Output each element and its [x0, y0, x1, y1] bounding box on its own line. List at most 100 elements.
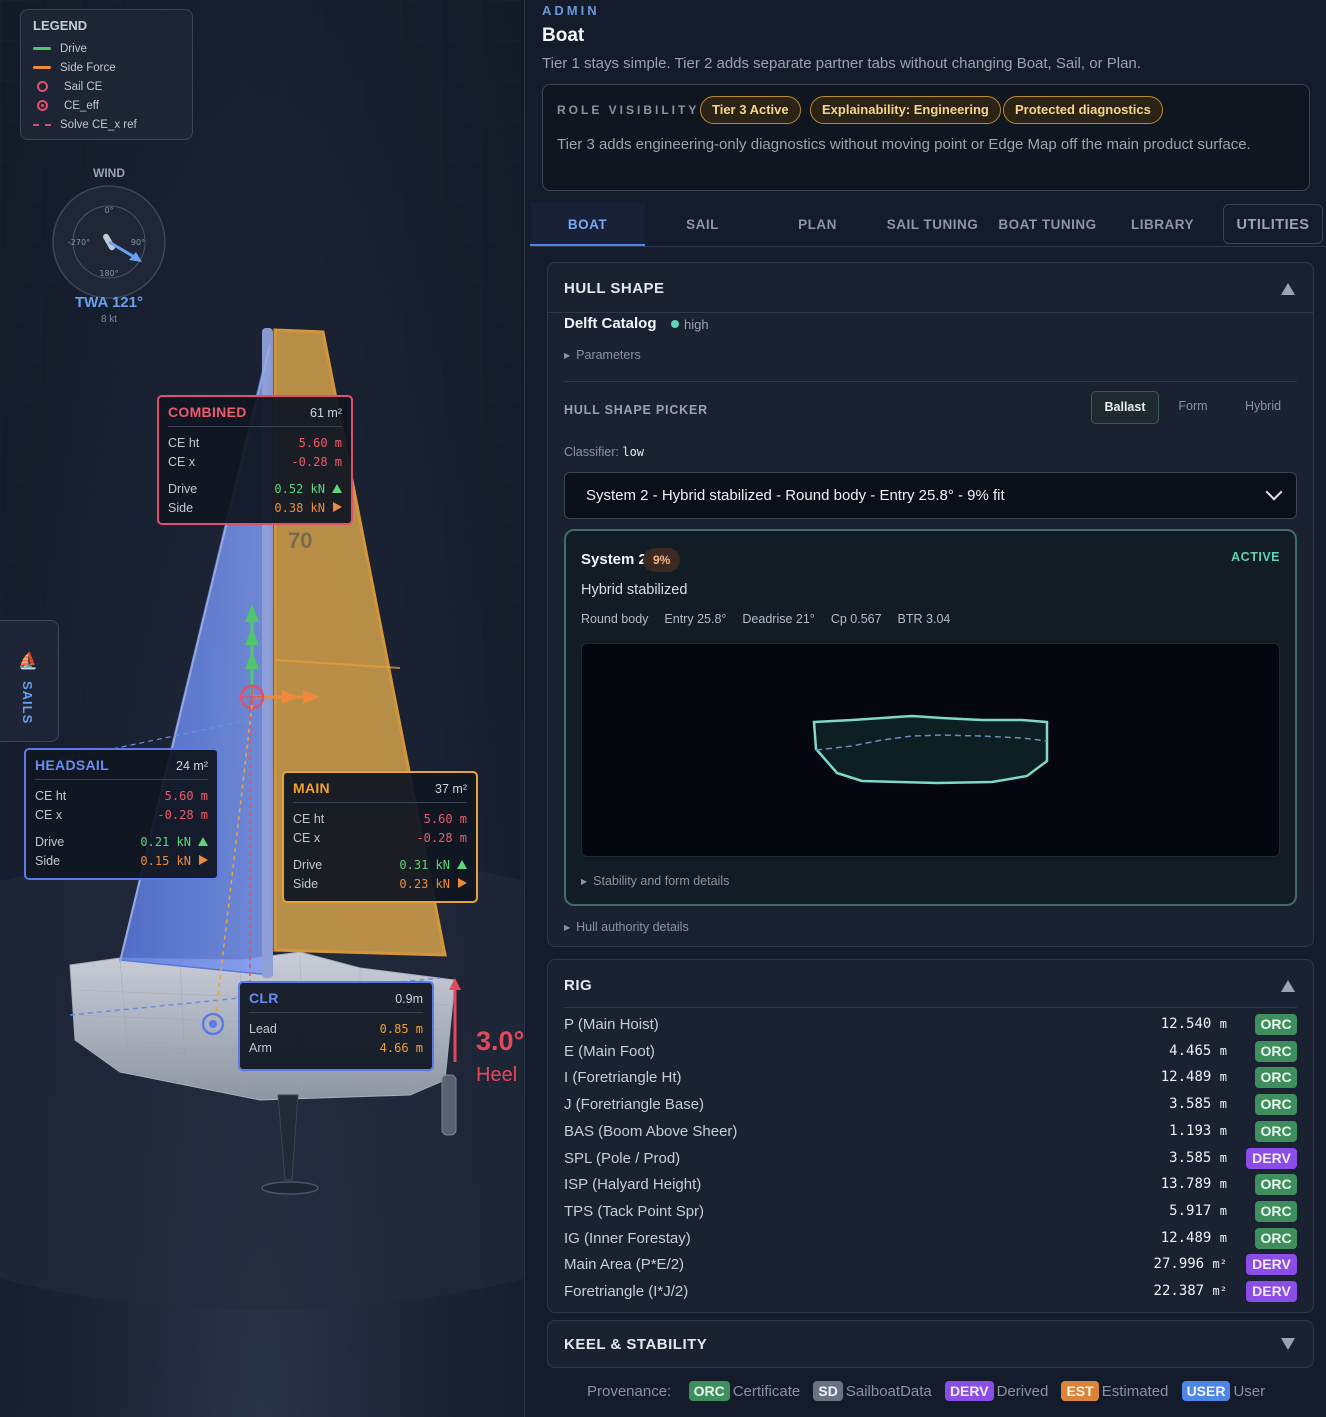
rig-unit: m — [1219, 1097, 1227, 1112]
tab-utilities[interactable]: UTILITIES — [1223, 204, 1323, 244]
sail-viewport[interactable]: 0° 90° 180° -270° — [0, 0, 524, 1417]
collapse-icon[interactable] — [1281, 980, 1295, 992]
legend-label: Solve CE_x ref — [60, 118, 137, 131]
tab-library[interactable]: LIBRARY — [1131, 217, 1194, 232]
page-title: Boat — [542, 25, 585, 46]
rig-value: 3.585 m — [1169, 1096, 1227, 1112]
stability-details-toggle[interactable]: Stability and form details — [581, 874, 729, 888]
system-card: System 2 9% ACTIVE Hybrid stabilized Rou… — [564, 529, 1297, 906]
tab-sail[interactable]: SAIL — [686, 217, 719, 232]
rig-label: ISP (Halyard Height) — [564, 1176, 702, 1194]
tab-plan[interactable]: PLAN — [798, 217, 837, 232]
hull-authority-toggle[interactable]: Hull authority details — [564, 920, 689, 934]
rig-number: 27.996 — [1153, 1256, 1205, 1273]
expand-icon[interactable] — [1281, 1338, 1295, 1350]
rig-unit: m — [1219, 1070, 1227, 1085]
collapse-icon[interactable] — [1281, 283, 1295, 295]
sails-drawer-tab[interactable]: ⛵ SAILS — [0, 620, 59, 742]
arrow-up-icon — [198, 836, 208, 846]
sails-tab-label: SAILS — [20, 681, 35, 725]
rig-label: J (Foretriangle Base) — [564, 1096, 705, 1114]
rig-label: E (Main Foot) — [564, 1042, 655, 1060]
rig-label: BAS (Boom Above Sheer) — [564, 1122, 738, 1140]
card-title: COMBINED — [168, 404, 247, 420]
arrow-right-icon — [333, 501, 342, 512]
legend-item-side-force: Side Force — [33, 58, 180, 77]
drive-swatch — [33, 47, 51, 50]
mode-form[interactable]: Form — [1178, 399, 1208, 413]
legend-label: CE_eff — [64, 99, 99, 112]
section-title[interactable]: KEEL & STABILITY — [564, 1336, 708, 1353]
tag-est: EST — [1061, 1381, 1099, 1401]
card-header: MAIN 37 m² — [293, 780, 467, 803]
tier-pill[interactable]: Tier 3 Active — [700, 96, 801, 124]
rig-number: 4.465 — [1169, 1042, 1212, 1059]
legend-item-sail-ce: Sail CE — [33, 77, 180, 96]
tab-bar: BOAT SAIL PLAN SAIL TUNING BOAT TUNING L… — [530, 203, 1326, 247]
tab-boat-tuning[interactable]: BOAT TUNING — [998, 217, 1097, 232]
heel-value: 3.0° — [476, 1026, 524, 1056]
row-value: 5.60 m — [298, 435, 342, 450]
heel-label: Heel — [476, 1064, 518, 1086]
rig-label: TPS (Tack Point Spr) — [564, 1202, 705, 1220]
card-area: 61 m² — [310, 406, 342, 420]
tag-desc: Certificate — [732, 1383, 801, 1400]
explainability-pill[interactable]: Explainability: Engineering — [810, 96, 1001, 124]
eyebrow: ADMIN — [542, 3, 600, 18]
tag-desc: Estimated — [1101, 1383, 1169, 1400]
ce-x-row: CE x-0.28 m — [35, 805, 208, 824]
parameters-toggle[interactable]: Parameters — [564, 348, 641, 362]
rig-value: 12.489 m — [1161, 1069, 1227, 1085]
rig-label: Foretriangle (I*J/2) — [564, 1283, 689, 1300]
compass-tick-90: 90° — [131, 238, 145, 247]
rig-number: 13.789 — [1160, 1176, 1212, 1193]
diagnostics-pill[interactable]: Protected diagnostics — [1003, 96, 1163, 124]
rig-number: 12.489 — [1160, 1069, 1212, 1086]
tag-desc: User — [1233, 1383, 1266, 1400]
rig-value: 4.465 m — [1169, 1043, 1227, 1059]
hull-system-select[interactable]: System 2 - Hybrid stabilized - Round bod… — [564, 472, 1297, 519]
hull-catalog: Delft Catalog — [564, 315, 657, 332]
mode-ballast[interactable]: Ballast — [1091, 391, 1159, 424]
row-label: CE ht — [35, 788, 67, 803]
tab-sail-tuning[interactable]: SAIL TUNING — [886, 217, 979, 232]
sailboat-icon: ⛵ — [18, 653, 38, 670]
mode-hybrid[interactable]: Hybrid — [1244, 399, 1282, 413]
rig-value: 27.996 m² — [1154, 1256, 1227, 1272]
tag-orc: ORC — [688, 1381, 730, 1401]
tag-sd: SD — [813, 1381, 843, 1401]
card-title: MAIN — [293, 780, 330, 796]
legend-label: Side Force — [60, 61, 116, 74]
compass-tick-180: 180° — [99, 269, 118, 278]
tab-boat[interactable]: BOAT — [530, 203, 645, 246]
row-value: -0.28 m — [291, 454, 342, 469]
page-subtitle: Tier 1 stays simple. Tier 2 adds separat… — [542, 55, 1141, 72]
source-tag: ORC — [1255, 1067, 1297, 1089]
section-title[interactable]: HULL SHAPE — [564, 280, 665, 297]
section-title[interactable]: RIG — [564, 977, 593, 994]
rig-unit: m — [1219, 1017, 1227, 1031]
arrow-right-icon — [458, 877, 467, 888]
legend-label: Sail CE — [64, 80, 103, 93]
wind-arrow-head — [129, 252, 142, 262]
row-label: CE x — [35, 807, 63, 822]
row-value: 5.60 m — [423, 811, 467, 826]
wind-compass: 0° 90° 180° -270° — [52, 185, 166, 299]
